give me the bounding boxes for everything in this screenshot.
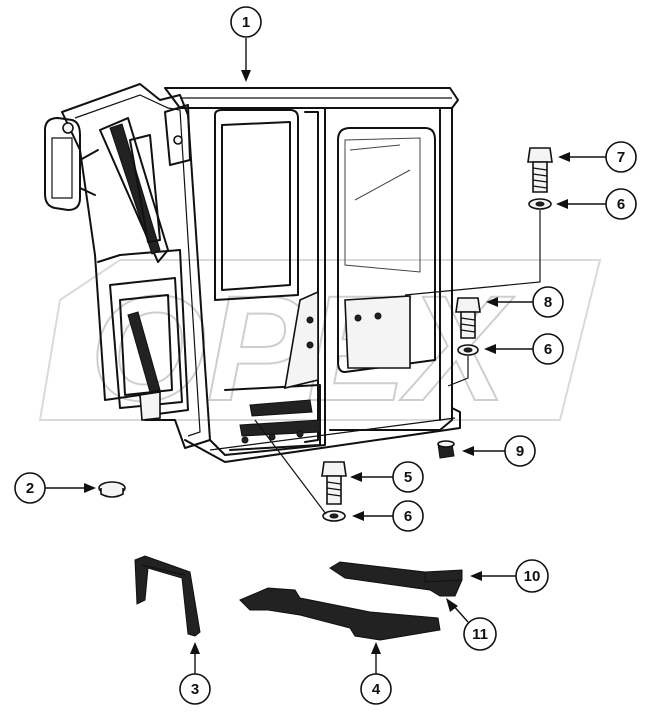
washer-6-upper xyxy=(528,198,552,210)
callout-10-label: 10 xyxy=(524,568,541,585)
callout-11: 11 xyxy=(446,598,497,651)
callout-4-label: 4 xyxy=(372,681,381,698)
floor-mat-10-11 xyxy=(329,561,463,597)
callout-11-label: 11 xyxy=(472,626,488,643)
floor-mat-4 xyxy=(239,587,441,641)
callout-2-label: 2 xyxy=(26,480,34,497)
callout-6-upper: 6 xyxy=(556,188,637,220)
callout-7: 7 xyxy=(558,141,637,173)
callout-8-label: 8 xyxy=(544,294,552,311)
callout-7-label: 7 xyxy=(617,149,625,166)
bolt-8-line xyxy=(447,356,469,387)
bolt-5 xyxy=(321,461,347,505)
callout-3-label: 3 xyxy=(191,681,199,698)
washer-6-middle xyxy=(457,344,479,356)
callout-6-middle: 6 xyxy=(484,333,564,365)
bolt-7 xyxy=(527,147,553,193)
callout-5: 5 xyxy=(350,461,424,493)
nut-9 xyxy=(437,440,455,459)
callout-1: 1 xyxy=(230,6,262,82)
callout-6-lower: 6 xyxy=(352,500,424,532)
callout-1-label: 1 xyxy=(242,14,250,31)
bolt-7-line xyxy=(404,210,541,296)
plug-2 xyxy=(98,481,126,498)
callout-10: 10 xyxy=(470,559,549,593)
callout-3: 3 xyxy=(179,642,211,705)
front-door xyxy=(44,83,211,449)
callout-2: 2 xyxy=(14,472,96,504)
callout-6-lower-label: 6 xyxy=(404,508,412,525)
cab-assembly xyxy=(164,87,461,463)
callout-5-label: 5 xyxy=(404,469,412,486)
callout-6-middle-label: 6 xyxy=(544,341,552,358)
callout-8: 8 xyxy=(486,286,564,318)
handle-3 xyxy=(134,555,201,637)
callout-9: 9 xyxy=(462,435,536,467)
bolt-5-line xyxy=(254,419,327,515)
bolt-8 xyxy=(455,297,481,339)
callout-4: 4 xyxy=(360,642,392,705)
callout-9-label: 9 xyxy=(516,443,524,460)
washer-6-lower xyxy=(322,510,346,522)
callout-6-upper-label: 6 xyxy=(617,196,625,213)
